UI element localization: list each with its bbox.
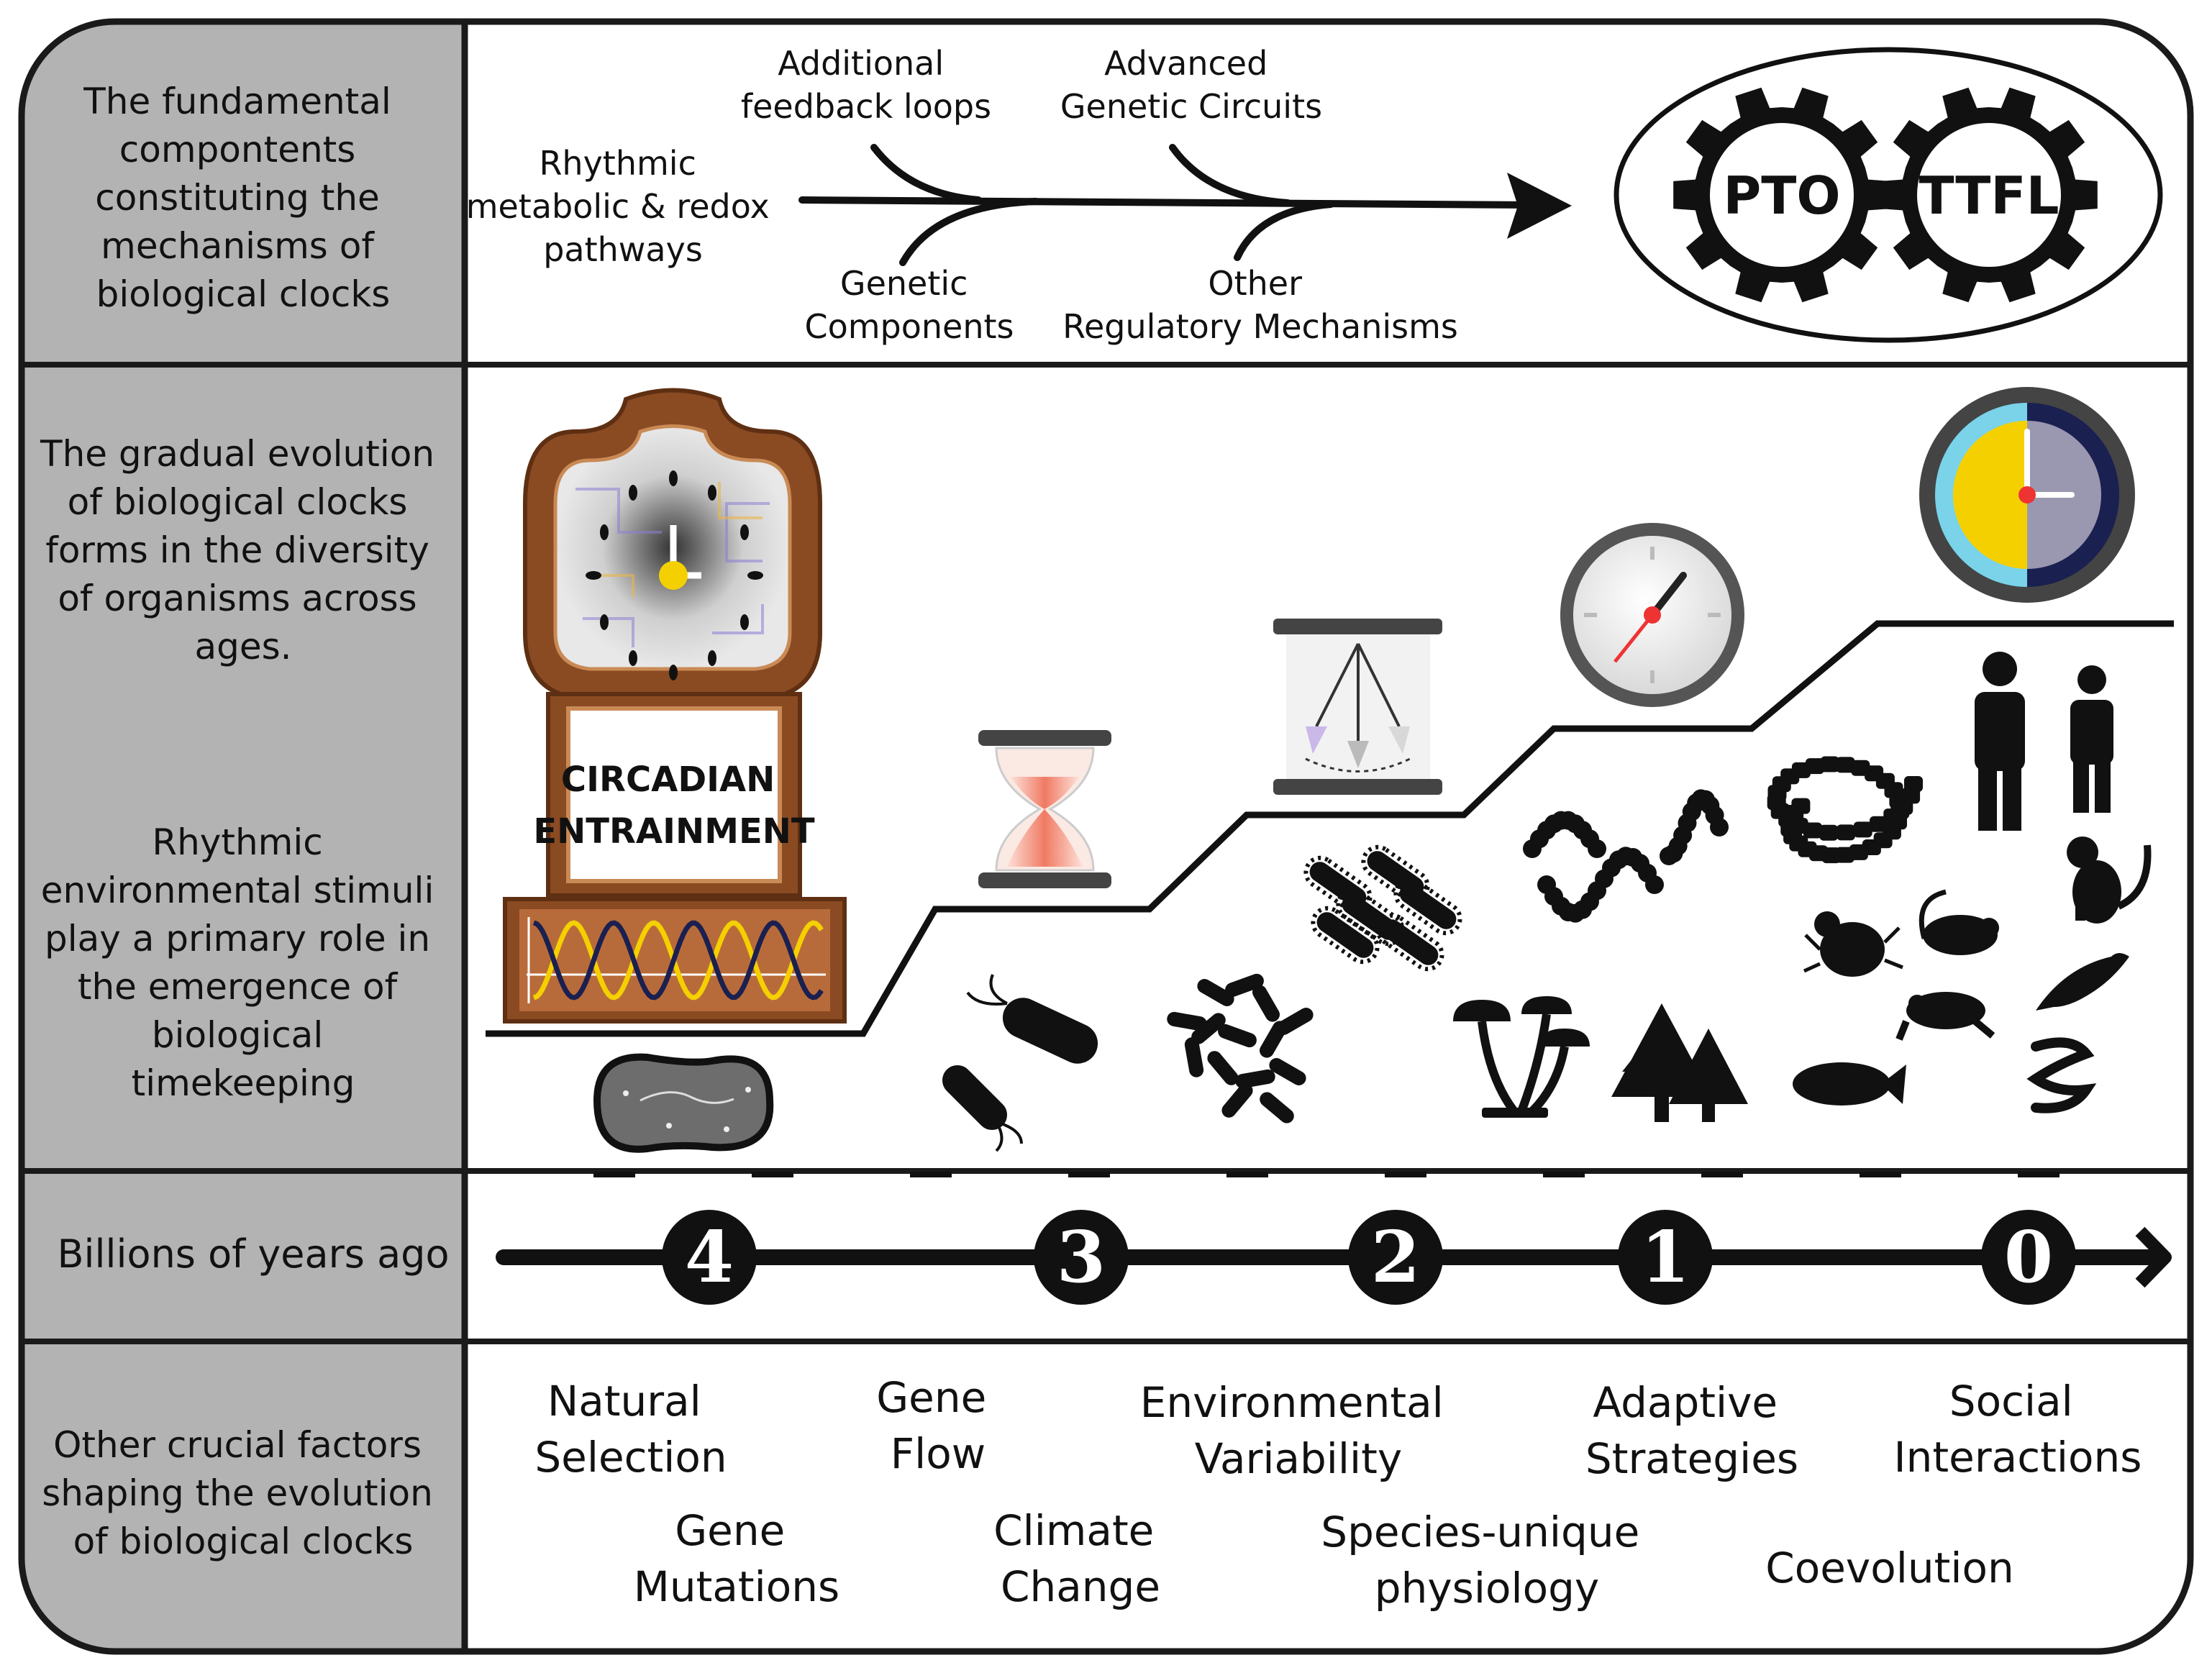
- factor-gene-flow: Gene Flow: [876, 1373, 1000, 1478]
- timeline-marker-label: 4: [685, 1216, 734, 1299]
- factor-species-physiology: Species-unique physiology: [1321, 1508, 1652, 1613]
- bacteria-flagella-icon: [942, 974, 1098, 1152]
- mushroom-icon: [1453, 996, 1590, 1118]
- evolution-step-line: [486, 620, 2174, 1037]
- factor-adaptive-strategies: Adaptive Strategies: [1585, 1378, 1798, 1483]
- label-mechanisms: The fundamental compontents constituting…: [83, 81, 402, 315]
- prokaryote-cell-icon: [593, 1053, 774, 1153]
- tree-icon: [1611, 1003, 1748, 1122]
- timeline-marker: [662, 1210, 757, 1305]
- gear-pto-label: PTO: [1723, 165, 1840, 226]
- hourglass-icon: [978, 730, 1111, 888]
- monkey-icon: [2067, 836, 2152, 924]
- clock-sign-text: CIRCADIAN ENTRAINMENT: [533, 760, 815, 852]
- circadian-clock-icon: [503, 388, 847, 1024]
- mech-advanced-circuits: Advanced Genetic Circuits: [1060, 44, 1322, 126]
- mech-feedback-loops: Additional feedback loops: [741, 44, 991, 126]
- label-other-factors: Other crucial factors shaping the evolut…: [42, 1424, 445, 1562]
- converging-arrow: [798, 144, 1536, 266]
- timeline: [496, 1226, 2172, 1288]
- gear-ttfl-label: TTFL: [1919, 165, 2059, 226]
- label-rhythmic-stimuli: Rhythmic environmental stimuli play a pr…: [41, 821, 446, 1104]
- factor-gene-mutations: Gene Mutations: [634, 1506, 839, 1611]
- timeline-marker: [1981, 1210, 2076, 1305]
- factor-social-interactions: Social Interactions: [1894, 1377, 2142, 1482]
- timeline-marker: [1034, 1210, 1129, 1305]
- timeline-marker-label: 1: [1641, 1216, 1690, 1299]
- factor-environmental-variability: Environmental Variability: [1140, 1378, 1457, 1483]
- bacteria-cluster-icon: [1167, 973, 1314, 1123]
- factor-climate-change: Climate Change: [993, 1506, 1168, 1611]
- frog-icon: [1895, 992, 1995, 1041]
- diagram-frame: [18, 18, 2194, 1655]
- day-night-clock-icon: [1919, 387, 2135, 603]
- timeline-marker-label: 2: [1371, 1216, 1420, 1299]
- filament-algae-icon: [1767, 756, 1923, 864]
- mech-rhythmic-pathways: Rhythmic metabolic & redox pathways: [466, 144, 780, 269]
- timeline-markers: 4 3 2 1 0: [662, 1210, 2076, 1305]
- mech-genetic-components: Genetic Components: [804, 264, 1014, 346]
- timeline-marker-label: 0: [2004, 1216, 2053, 1299]
- fish-icon: [1793, 1062, 1906, 1106]
- pendulum-icon: [1273, 619, 1442, 795]
- spiky-bacilli-icon: [1303, 844, 1462, 972]
- snake-icon: [2026, 1037, 2097, 1113]
- factor-coevolution: Coevolution: [1765, 1544, 2013, 1592]
- factor-natural-selection: Natural Selection: [534, 1377, 727, 1482]
- mech-other-regulatory: Other Regulatory Mechanisms: [1062, 264, 1458, 346]
- human-figures-icon: [1975, 652, 2113, 831]
- chained-bacteria-icon: [1523, 789, 1729, 923]
- gear-ttfl-icon: [1880, 87, 2098, 303]
- insect-icon: [1803, 911, 1903, 977]
- arrow-head-mechanisms: [1507, 173, 1572, 239]
- label-billions-years: Billions of years ago: [57, 1231, 449, 1277]
- timeline-marker-label: 3: [1057, 1216, 1106, 1299]
- mouse-icon: [1919, 889, 1999, 955]
- wall-clock-icon: [1560, 523, 1744, 707]
- timeline-marker: [1618, 1210, 1713, 1305]
- gear-pto-icon: [1673, 87, 1890, 303]
- bird-icon: [2036, 953, 2129, 1011]
- label-gradual-evolution: The gradual evolution of biological cloc…: [40, 433, 446, 667]
- timeline-marker: [1348, 1210, 1443, 1305]
- label-column: [22, 22, 465, 1651]
